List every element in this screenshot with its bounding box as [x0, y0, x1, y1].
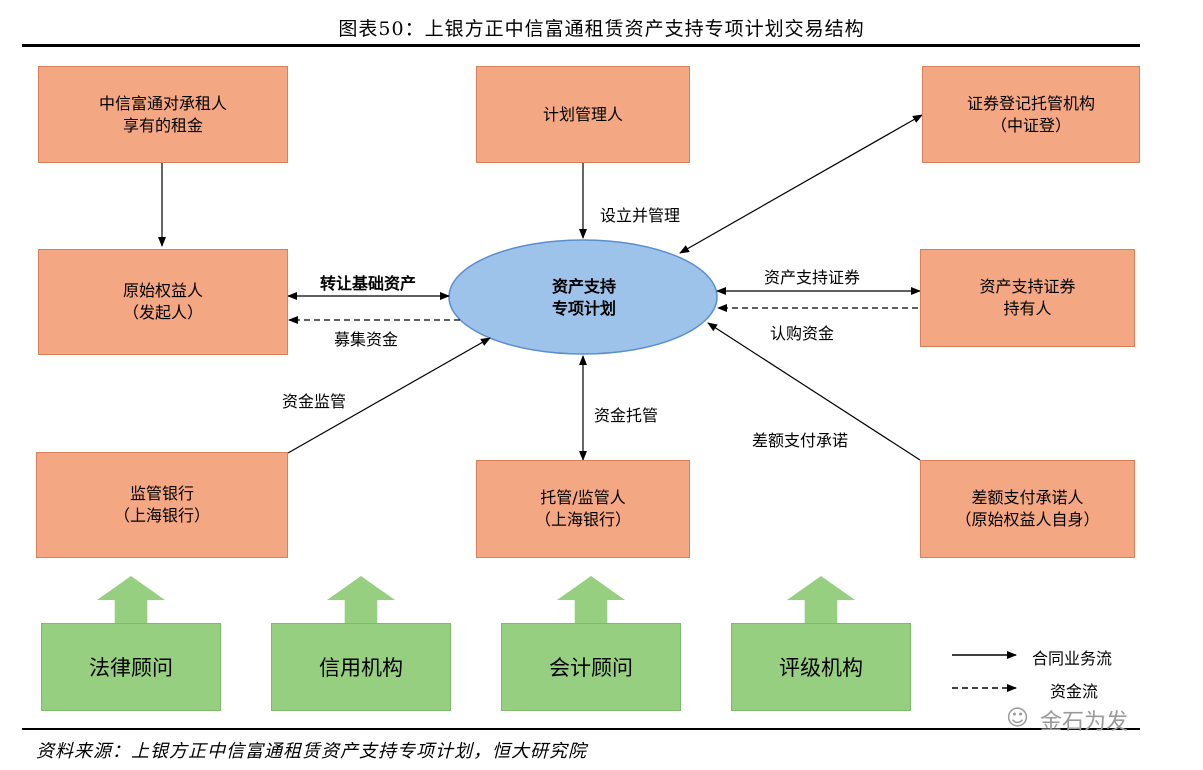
label-subscribe-funds: 认购资金	[770, 324, 835, 343]
rent-line2: 享有的租金	[122, 115, 203, 135]
guarantor-line2: （原始权益人自身）	[955, 510, 1100, 529]
label-setup-manage: 设立并管理	[600, 206, 681, 225]
originator-line1: 原始权益人	[122, 281, 203, 300]
arrow-center-registry	[679, 114, 923, 254]
holders-box: 资产支持证券 持有人	[920, 249, 1135, 347]
custodian-line2: （上海银行）	[534, 510, 631, 529]
supervisor-line1: 监管银行	[129, 484, 194, 503]
center-line2: 专项计划	[551, 299, 616, 318]
advisor-rating: 评级机构	[731, 623, 911, 711]
rent-line1: 中信富通对承租人	[98, 93, 227, 113]
label-transfer-assets: 转让基础资产	[320, 274, 417, 293]
figure-title: 图表50：上银方正中信富通租赁资产支持专项计划交易结构	[338, 18, 865, 40]
registry-line2: （中证登）	[990, 115, 1071, 135]
label-fund-supervision: 资金监管	[282, 392, 347, 411]
supervisor-line2: （上海银行）	[113, 506, 210, 525]
holders-line1: 资产支持证券	[979, 277, 1076, 296]
holders-line2: 持有人	[1003, 299, 1052, 318]
center-line1: 资产支持	[551, 277, 616, 296]
advisor-credit: 信用机构	[271, 623, 451, 711]
arrow-difference-commitment	[707, 322, 921, 461]
label-fund-custody: 资金托管	[594, 406, 659, 425]
guarantor-line1: 差额支付承诺人	[971, 488, 1084, 507]
guarantor-box: 差额支付承诺人 （原始权益人自身）	[920, 460, 1135, 558]
label-raise-funds: 募集资金	[334, 330, 399, 349]
center-label: 资产支持 专项计划	[449, 243, 719, 353]
legend-contract-flow: 合同业务流	[1032, 649, 1113, 668]
top-rule	[22, 44, 1140, 47]
manager-line1: 计划管理人	[542, 104, 623, 124]
custodian-box: 托管/监管人 （上海银行）	[476, 460, 690, 558]
registry-box: 证券登记托管机构 （中证登）	[922, 66, 1140, 163]
label-difference-commitment: 差额支付承诺	[752, 431, 849, 450]
custodian-line1: 托管/监管人	[540, 488, 626, 507]
wechat-icon: ☺	[1006, 706, 1029, 731]
legend-funds-flow: 资金流	[1050, 682, 1099, 701]
source-note: 资料来源：上银方正中信富通租赁资产支持专项计划，恒大研究院	[36, 741, 587, 762]
bottom-rule	[22, 728, 1140, 730]
advisor-accounting: 会计顾问	[501, 623, 681, 711]
originator-line2: （发起人）	[122, 303, 203, 322]
arrow-fund-supervision	[287, 337, 491, 454]
registry-line1: 证券登记托管机构	[966, 93, 1095, 113]
manager-box: 计划管理人	[476, 66, 690, 163]
supervisor-box: 监管银行 （上海银行）	[36, 452, 288, 558]
watermark: 金石为发	[1040, 710, 1129, 735]
label-abs: 资产支持证券	[764, 268, 861, 287]
advisor-legal: 法律顾问	[41, 623, 221, 711]
originator-box: 原始权益人 （发起人）	[38, 249, 288, 355]
rent-box: 中信富通对承租人 享有的租金	[38, 66, 288, 163]
